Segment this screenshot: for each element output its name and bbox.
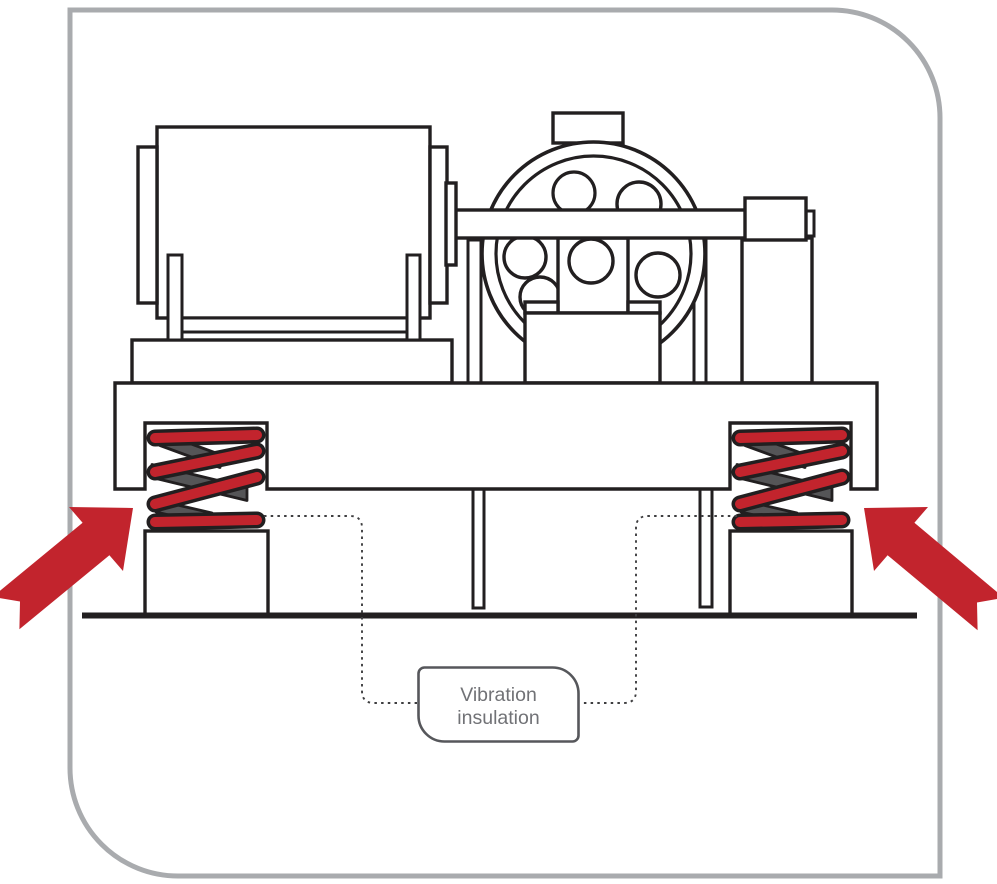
flywheel-hole (502, 234, 548, 280)
red-arrow-right (864, 507, 997, 631)
machine-assembly (82, 111, 917, 619)
label-box (417, 666, 580, 743)
motor-end-cap-left (136, 145, 159, 305)
red-arrow-left (0, 507, 133, 630)
flywheel-stand-left (466, 238, 483, 385)
foundation-block-left (143, 529, 270, 617)
support-leg-right (698, 487, 714, 609)
motor-foot-rail (173, 316, 410, 334)
foundation-block-right (728, 529, 854, 617)
flywheel-hole (634, 251, 682, 299)
flywheel-hub-hole (567, 237, 615, 285)
vibration-insulation-callout: Vibration insulation (417, 666, 580, 743)
motor-foot-left (166, 253, 184, 342)
motor-foot-right (405, 253, 422, 342)
cylinder-pedestal (523, 311, 662, 385)
support-pillar (740, 236, 814, 385)
label-text-line2: insulation (457, 707, 539, 729)
support-leg-left (471, 487, 486, 610)
shaft-boss (444, 181, 458, 267)
label-text-line1: Vibration (460, 684, 537, 706)
bearing-block (743, 196, 808, 242)
electric-motor (130, 125, 454, 385)
leader-line-right (580, 515, 737, 704)
leader-line-left (264, 515, 417, 704)
vibration-spring-right (737, 433, 842, 526)
vibration-spring-left (152, 433, 257, 526)
motor-base-plate (130, 338, 454, 385)
motor-body (155, 125, 432, 320)
machine-bed (113, 381, 879, 491)
drive-shaft (448, 208, 749, 240)
page-frame-border (67, 7, 943, 879)
flywheel-engine (444, 111, 816, 385)
flywheel-top-box (551, 111, 625, 145)
